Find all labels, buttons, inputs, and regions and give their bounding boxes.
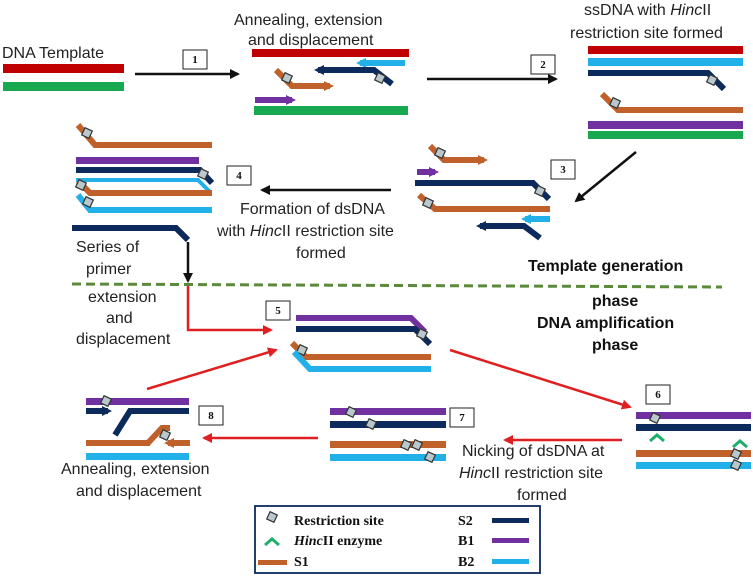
extension-label-line1: extension [88,289,157,306]
legend-b1-label: B1 [458,534,474,549]
legend-s2-swatch [492,518,529,523]
step-number-4: 4 [236,170,242,182]
stage-step5 [289,315,433,372]
nicking-label-line1: Nicking of dsDNA at [462,443,605,460]
annealing-top-label-line2: and displacement [248,32,374,49]
dna-template-label: DNA Template [2,45,104,62]
step-box-8: 8 [198,405,224,426]
step-number-3: 3 [560,164,566,176]
stage-step7 [330,406,446,463]
formation-label-line2: with HincII restriction site [216,223,394,240]
dna-template-strands [3,64,124,91]
phase-label: phase [592,293,638,310]
extension-label-line2: and [106,310,133,327]
template-generation-label: Template generation [528,258,683,275]
legend-s2-label: S2 [458,514,473,529]
step-number-7: 7 [459,412,465,424]
series-label-line1: Series of [76,239,140,256]
step-number-1: 1 [192,54,198,66]
step-box-5: 5 [265,300,291,321]
enzyme-icon [264,537,280,547]
extension-label-line3: displacement [76,331,171,348]
step-box-4: 4 [226,165,252,186]
ssdna-label-line2: restriction site formed [570,25,723,42]
legend-b2-swatch [492,559,529,564]
step-number-6: 6 [655,389,661,401]
legend-b2-label: B2 [458,555,474,570]
legend-b1-swatch [492,538,529,543]
step-box-3: 3 [550,159,576,180]
phase-divider [71,282,723,289]
step-number-5: 5 [275,305,281,317]
red-arrow-to-step5 [186,286,273,335]
red-arrow-to-step6 [449,348,632,410]
legend-enzyme-label: HincII enzyme [293,534,382,549]
annealing-top-label-line1: Annealing, extension [234,12,383,29]
step-box-6: 6 [645,384,671,405]
nicking-label-line3: formed [517,487,567,504]
formation-label-line3: formed [296,245,346,262]
dna-amplification-phase-label: phase [592,337,638,354]
series-label-line2: primer [86,261,132,278]
ssdna-label-line1: ssDNA with HincII [584,2,711,19]
stage-annealing-top [252,49,409,115]
step-box-2: 2 [530,54,556,75]
legend-s1-label: S1 [294,555,309,570]
step-number-2: 2 [540,59,546,71]
stage-ssdna [588,46,743,139]
legend-restriction-site-label: Restriction site [294,514,384,529]
stage-step4 [72,123,215,243]
legend: Restriction site HincII enzyme S1 S2 B1 … [254,505,541,574]
legend-s1-swatch [258,560,287,565]
annealing-bottom-label-line2: and displacement [76,483,202,500]
stage-step3 [415,143,552,241]
red-arrow-to-step5-loop [146,347,278,391]
dna-amplification-label: DNA amplification [537,315,674,332]
annealing-bottom-label-line1: Annealing, extension [61,461,210,478]
step-box-7: 7 [449,407,475,428]
nicking-label-line2: HincII restriction site [459,465,603,482]
stage-step8 [86,395,190,460]
formation-label-line1: Formation of dsDNA [240,201,385,218]
flow-arrow-3 [574,151,637,203]
step-box-1: 1 [182,49,208,70]
stage-step6 [636,412,751,471]
step-number-8: 8 [208,410,214,422]
